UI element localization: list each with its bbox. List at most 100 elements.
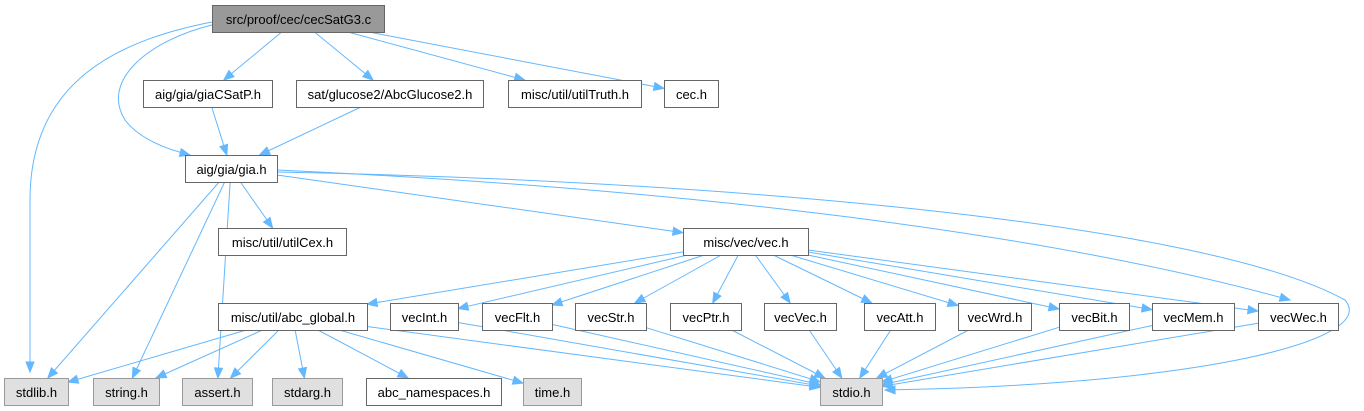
edge-vecWrd-to-stdio: [876, 329, 969, 379]
edge-abc_global-to-stdlib: [67, 329, 247, 383]
node-assert: assert.h: [182, 378, 253, 406]
node-label: string.h: [105, 385, 148, 400]
node-label: assert.h: [194, 385, 240, 400]
node-label: stdarg.h: [284, 385, 331, 400]
edge-vec-to-abc_global: [366, 251, 684, 305]
node-vecStr[interactable]: vecStr.h: [575, 303, 647, 331]
node-label: misc/util/utilTruth.h: [521, 87, 629, 102]
edge-vecPtr-to-stdio: [731, 329, 826, 379]
node-label: vecWec.h: [1270, 310, 1327, 325]
node-box: [143, 80, 273, 108]
node-label: stdlib.h: [16, 385, 57, 400]
node-box: [1059, 303, 1130, 331]
node-box: [683, 228, 809, 256]
node-label: vecVec.h: [774, 310, 827, 325]
node-label: abc_namespaces.h: [378, 385, 491, 400]
edge-arrowhead-gia-to-vec: [671, 226, 685, 236]
node-vecFlt[interactable]: vecFlt.h: [482, 303, 553, 331]
edge-vec-to-vecWec: [807, 249, 1259, 312]
node-box: [764, 303, 837, 331]
edge-gia-to-vecWec: [276, 169, 1291, 301]
edge-arrowhead-abcGlucose2-to-gia: [258, 146, 272, 156]
node-utilCex[interactable]: misc/util/utilCex.h: [218, 228, 347, 256]
node-cec[interactable]: cec.h: [664, 80, 719, 108]
node-vecInt[interactable]: vecInt.h: [390, 303, 459, 331]
node-gia[interactable]: aig/gia/gia.h: [185, 155, 278, 183]
edge-vecMem-to-stdio: [881, 325, 1153, 386]
node-box: [1258, 303, 1339, 331]
edge-arrowhead-vec-to-vecPtr: [712, 291, 722, 305]
node-vecWec[interactable]: vecWec.h: [1258, 303, 1339, 331]
node-time: time.h: [523, 378, 582, 406]
edge-gia-to-vec: [276, 174, 684, 234]
node-box: [670, 303, 742, 331]
edge-arrowhead-vecPtr-to-stdio: [813, 368, 827, 379]
edge-arrowhead-abc_global-to-abc_namespaces: [396, 368, 410, 379]
node-stdlib: stdlib.h: [4, 378, 69, 406]
node-box: [93, 378, 160, 406]
node-utilTruth[interactable]: misc/util/utilTruth.h: [508, 80, 642, 108]
node-label: src/proof/cec/cecSatG3.c: [226, 12, 372, 27]
node-root[interactable]: src/proof/cec/cecSatG3.c: [212, 5, 385, 33]
node-label: misc/util/utilCex.h: [232, 235, 333, 250]
node-abc_namespaces[interactable]: abc_namespaces.h: [366, 378, 502, 406]
node-label: cec.h: [676, 87, 707, 102]
node-label: vecBit.h: [1071, 310, 1117, 325]
node-stdarg: stdarg.h: [272, 378, 343, 406]
node-box: [508, 80, 642, 108]
node-label: vecPtr.h: [683, 310, 730, 325]
edge-arrowhead-gia-to-vecWec: [1278, 292, 1292, 302]
node-string: string.h: [93, 378, 160, 406]
edge-arrowhead-vec-to-vecVec: [780, 291, 791, 305]
edge-arrowhead-vecStr-to-stdio: [808, 374, 822, 384]
node-label: misc/vec/vec.h: [703, 235, 788, 250]
edge-arrowhead-vecAtt-to-stdio: [858, 366, 870, 380]
edge-vec-to-vecInt: [457, 254, 688, 310]
edge-vec-to-vecMem: [807, 251, 1153, 311]
node-vecAtt[interactable]: vecAtt.h: [864, 303, 936, 331]
node-giaCSatP[interactable]: aig/gia/giaCSatP.h: [143, 80, 273, 108]
edge-vecStr-to-stdio: [645, 327, 821, 383]
node-label: stdio.h: [832, 385, 870, 400]
node-box: [296, 80, 484, 108]
edge-root-to-abcGlucose2: [314, 31, 374, 81]
edge-arrowhead-abc_global-to-string: [154, 369, 168, 379]
edge-arrowhead-root-to-giaCSatP: [222, 69, 235, 81]
edge-arrowhead-giaCSatP-to-gia: [219, 143, 229, 157]
node-box: [1152, 303, 1235, 331]
edge-arrowhead-gia-to-string: [131, 366, 142, 380]
edge-arrowhead-vecWrd-to-stdio: [875, 368, 889, 379]
node-label: vecAtt.h: [877, 310, 924, 325]
edge-arrowhead-gia-to-stdlib: [46, 366, 59, 380]
edge-arrowhead-vec-to-vecFlt: [550, 297, 564, 307]
node-label: time.h: [535, 385, 570, 400]
edge-vec-to-vecWrd: [790, 254, 959, 306]
edge-arrowhead-vec-to-vecInt: [456, 301, 470, 311]
edge-arrowhead-abc_global-to-stdarg: [297, 366, 308, 380]
node-abcGlucose2[interactable]: sat/glucose2/AbcGlucose2.h: [296, 80, 484, 108]
edges-layer: [25, 21, 1350, 395]
node-vecWrd[interactable]: vecWrd.h: [958, 303, 1032, 331]
edge-gia-to-assert: [217, 181, 231, 379]
edge-abc_global-to-string: [155, 329, 263, 379]
node-box: [864, 303, 936, 331]
edge-abc_global-to-time: [339, 329, 524, 384]
node-vec[interactable]: misc/vec/vec.h: [683, 228, 809, 256]
edge-vecBit-to-stdio: [881, 326, 1060, 383]
node-vecVec[interactable]: vecVec.h: [764, 303, 837, 331]
node-vecMem[interactable]: vecMem.h: [1152, 303, 1235, 331]
node-label: vecFlt.h: [495, 310, 541, 325]
edge-abcGlucose2-to-gia: [259, 106, 362, 156]
node-box: [575, 303, 647, 331]
node-label: vecWrd.h: [968, 310, 1023, 325]
node-vecBit[interactable]: vecBit.h: [1059, 303, 1130, 331]
node-label: vecMem.h: [1164, 310, 1224, 325]
node-abc_global[interactable]: misc/util/abc_global.h: [218, 303, 368, 331]
edge-root-to-cec: [368, 31, 665, 89]
edge-arrowhead-root-to-cec: [652, 81, 666, 92]
edge-vec-to-vecStr: [634, 254, 722, 304]
edge-gia-to-string: [131, 181, 226, 379]
node-vecPtr[interactable]: vecPtr.h: [670, 303, 742, 331]
node-label: aig/gia/giaCSatP.h: [155, 87, 261, 102]
